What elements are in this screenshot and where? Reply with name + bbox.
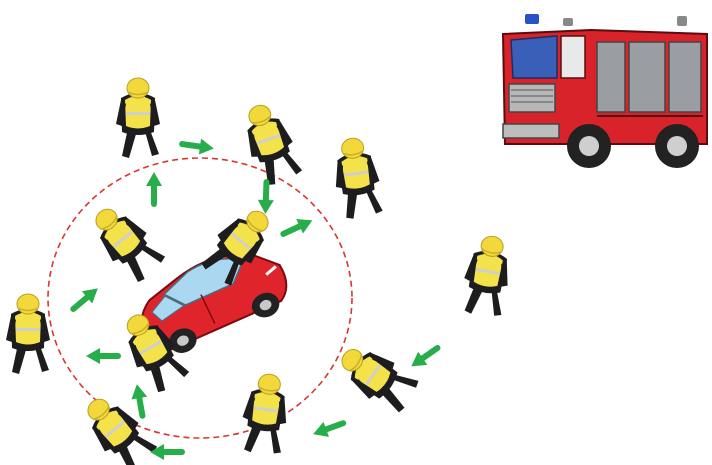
arrow-icon — [310, 416, 346, 442]
arrow-icon — [257, 182, 274, 215]
firefighter-icon — [332, 336, 423, 418]
arrow-icon — [129, 383, 150, 417]
firefighter-icon — [458, 233, 515, 319]
firefighter-icon — [329, 135, 384, 220]
arrow-icon — [280, 213, 316, 241]
firefighter-icon — [75, 388, 160, 465]
firefighter-icon — [236, 99, 305, 189]
firefighter-icon — [83, 198, 168, 288]
arrow-icon — [146, 172, 162, 204]
fire-truck-icon — [503, 14, 707, 168]
firefighter-icon — [116, 78, 160, 158]
arrow-icon — [68, 282, 103, 315]
arrow-icon — [407, 341, 442, 372]
arrow-icon — [181, 136, 215, 156]
arrow-icon — [86, 348, 118, 364]
firefighter-icon — [238, 371, 293, 456]
firefighter-icon — [6, 294, 50, 374]
